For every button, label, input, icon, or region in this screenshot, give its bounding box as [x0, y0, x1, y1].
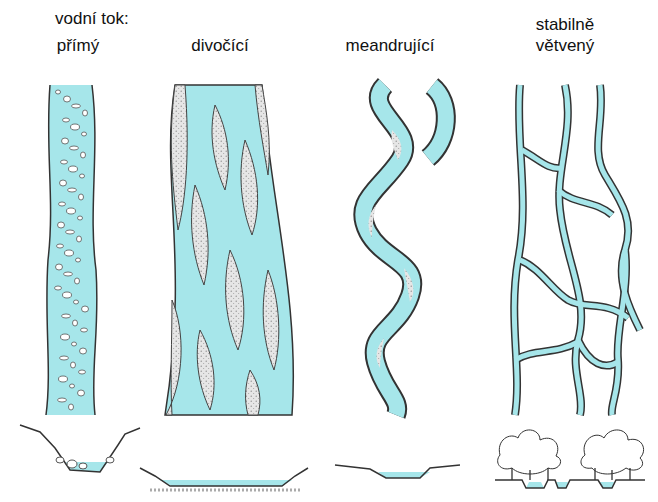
river-type-label: přímý [57, 35, 100, 56]
point-bars [369, 130, 414, 368]
diagram-title: vodní tok: [55, 8, 129, 29]
cross-sections [20, 425, 645, 490]
anastomosing-channels [514, 85, 640, 415]
river-type-label: stabilně větvený [525, 14, 605, 56]
braided-channel [165, 85, 293, 415]
straight-channel [46, 85, 97, 415]
river-type-label: meandrující [346, 35, 435, 56]
meandering-channel [363, 85, 446, 415]
pebbles [55, 90, 89, 410]
river-type-label: divočící [191, 35, 249, 56]
gravel-bars [166, 85, 279, 415]
